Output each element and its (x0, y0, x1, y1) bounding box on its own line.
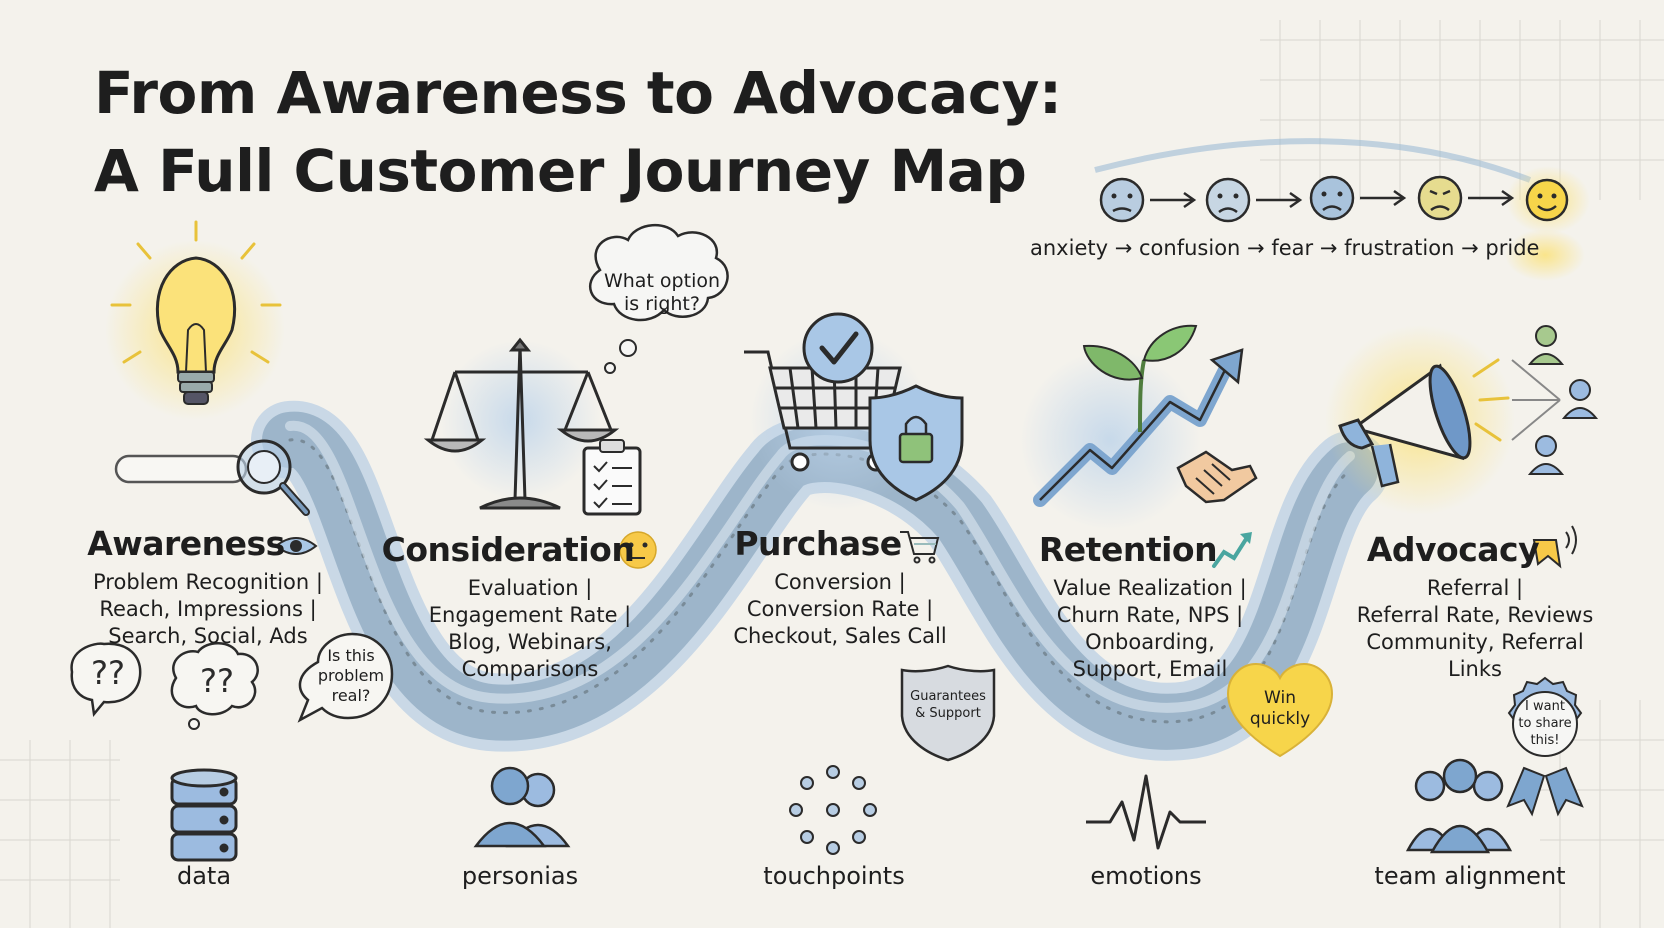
bottom-label-personas: personias (461, 862, 579, 890)
megaphone-icon (1338, 358, 1510, 488)
stage-description: Conversion | Conversion Rate | Checkout,… (733, 570, 947, 648)
clipboard-checklist-icon (582, 439, 642, 516)
share-rosette-text: I want to share this! (1518, 699, 1572, 748)
emotion-label: frustration (1344, 236, 1455, 260)
anxiety-face-icon (1099, 177, 1145, 223)
emotion-timeline (1094, 138, 1590, 281)
eye-icon (274, 537, 318, 555)
stage-title: Purchase (734, 524, 902, 563)
stage-advocacy: Advocacy Referral | Referral Rate, Revie… (1310, 530, 1640, 683)
purchase-illustration (744, 312, 996, 762)
emotion-label: confusion (1139, 236, 1241, 260)
fear-face-icon (1309, 175, 1355, 221)
stage-retention: Retention Value Realization | Churn Rate… (1000, 530, 1300, 683)
confusion-face-icon (1205, 177, 1251, 223)
frustration-face-icon (1417, 175, 1463, 221)
page-title: From Awareness to Advocacy: A Full Custo… (94, 54, 1074, 210)
security-shield-icon (868, 384, 964, 502)
advocacy-illustration (1325, 325, 1599, 515)
win-heart-text: Win quickly (1249, 688, 1311, 729)
chart-up-small-icon (1212, 532, 1252, 568)
network-people-icon (1511, 325, 1599, 475)
question-bubble-text: Is this problem real? (317, 646, 385, 705)
search-bar (114, 454, 248, 484)
emotion-label: fear (1271, 236, 1314, 260)
win-heart (1226, 662, 1334, 758)
personas-icon (473, 766, 571, 848)
emotion-label: pride (1485, 236, 1540, 260)
team-icon (1405, 758, 1513, 854)
bottom-label-data: data (176, 862, 232, 890)
checkmark-badge-icon (802, 312, 874, 384)
database-icon (170, 768, 238, 862)
consideration-illustration (423, 223, 729, 516)
title-line-1: From Awareness to Advocacy: (94, 59, 1062, 127)
balance-scale-icon (423, 337, 620, 510)
heartbeat-icon (1086, 774, 1206, 850)
bottom-label-team-alignment: team alignment (1374, 862, 1566, 890)
emotion-arrow: → (1319, 236, 1338, 260)
touchpoints-icon (789, 765, 877, 855)
retention-illustration (1020, 324, 1258, 530)
stage-awareness: Awareness Problem Recognition | Reach, I… (58, 524, 358, 650)
stage-description: Referral | Referral Rate, Reviews Commun… (1356, 576, 1594, 681)
stage-description: Problem Recognition | Reach, Impressions… (93, 570, 323, 648)
question-marks-1: ?? (91, 654, 125, 692)
shopping-cart-small-icon (900, 531, 940, 564)
thought-bubble-text: What option is right? (603, 270, 721, 315)
light-bulb-icon (110, 220, 282, 405)
stage-title: Awareness (87, 524, 285, 563)
stage-purchase: Purchase Conversion | Conversion Rate | … (690, 524, 990, 650)
grid-decoration (0, 20, 1664, 928)
stage-title: Retention (1038, 530, 1218, 569)
stage-title: Advocacy (1366, 530, 1540, 569)
thought-cloud (589, 223, 729, 374)
stage-consideration: Consideration Evaluation | Engagement Ra… (380, 530, 680, 683)
growth-arrow-icon (1033, 348, 1244, 507)
stage-title: Consideration (381, 530, 635, 569)
emotion-arrow: → (1461, 236, 1479, 260)
share-rosette (1506, 676, 1584, 817)
thinking-face-icon (619, 531, 657, 569)
emotion-arrow: → (1247, 236, 1265, 260)
bottom-label-touchpoints: touchpoints (763, 862, 905, 890)
pride-face-icon (1525, 178, 1569, 222)
guarantee-shield-badge (900, 664, 996, 762)
bottom-label-emotions: emotions (1090, 862, 1202, 890)
megaphone-small-icon (1532, 525, 1577, 569)
handshake-icon (1176, 450, 1258, 504)
emotion-labels: anxiety → confusion → fear → frustration… (1030, 236, 1590, 260)
question-marks-2: ?? (200, 662, 234, 700)
magnifier-icon (236, 439, 310, 516)
emotion-label: anxiety (1030, 236, 1109, 260)
emotion-arrow: → (1114, 236, 1133, 260)
question-bubbles (70, 632, 394, 730)
guarantee-badge-text: Guarantees & Support (910, 689, 986, 721)
title-line-2: A Full Customer Journey Map (94, 137, 1027, 205)
awareness-illustration (105, 220, 310, 516)
sprout-icon (1082, 324, 1198, 433)
stage-description: Value Realization | Churn Rate, NPS | On… (1053, 576, 1247, 681)
stage-description: Evaluation | Engagement Rate | Blog, Web… (428, 576, 632, 681)
